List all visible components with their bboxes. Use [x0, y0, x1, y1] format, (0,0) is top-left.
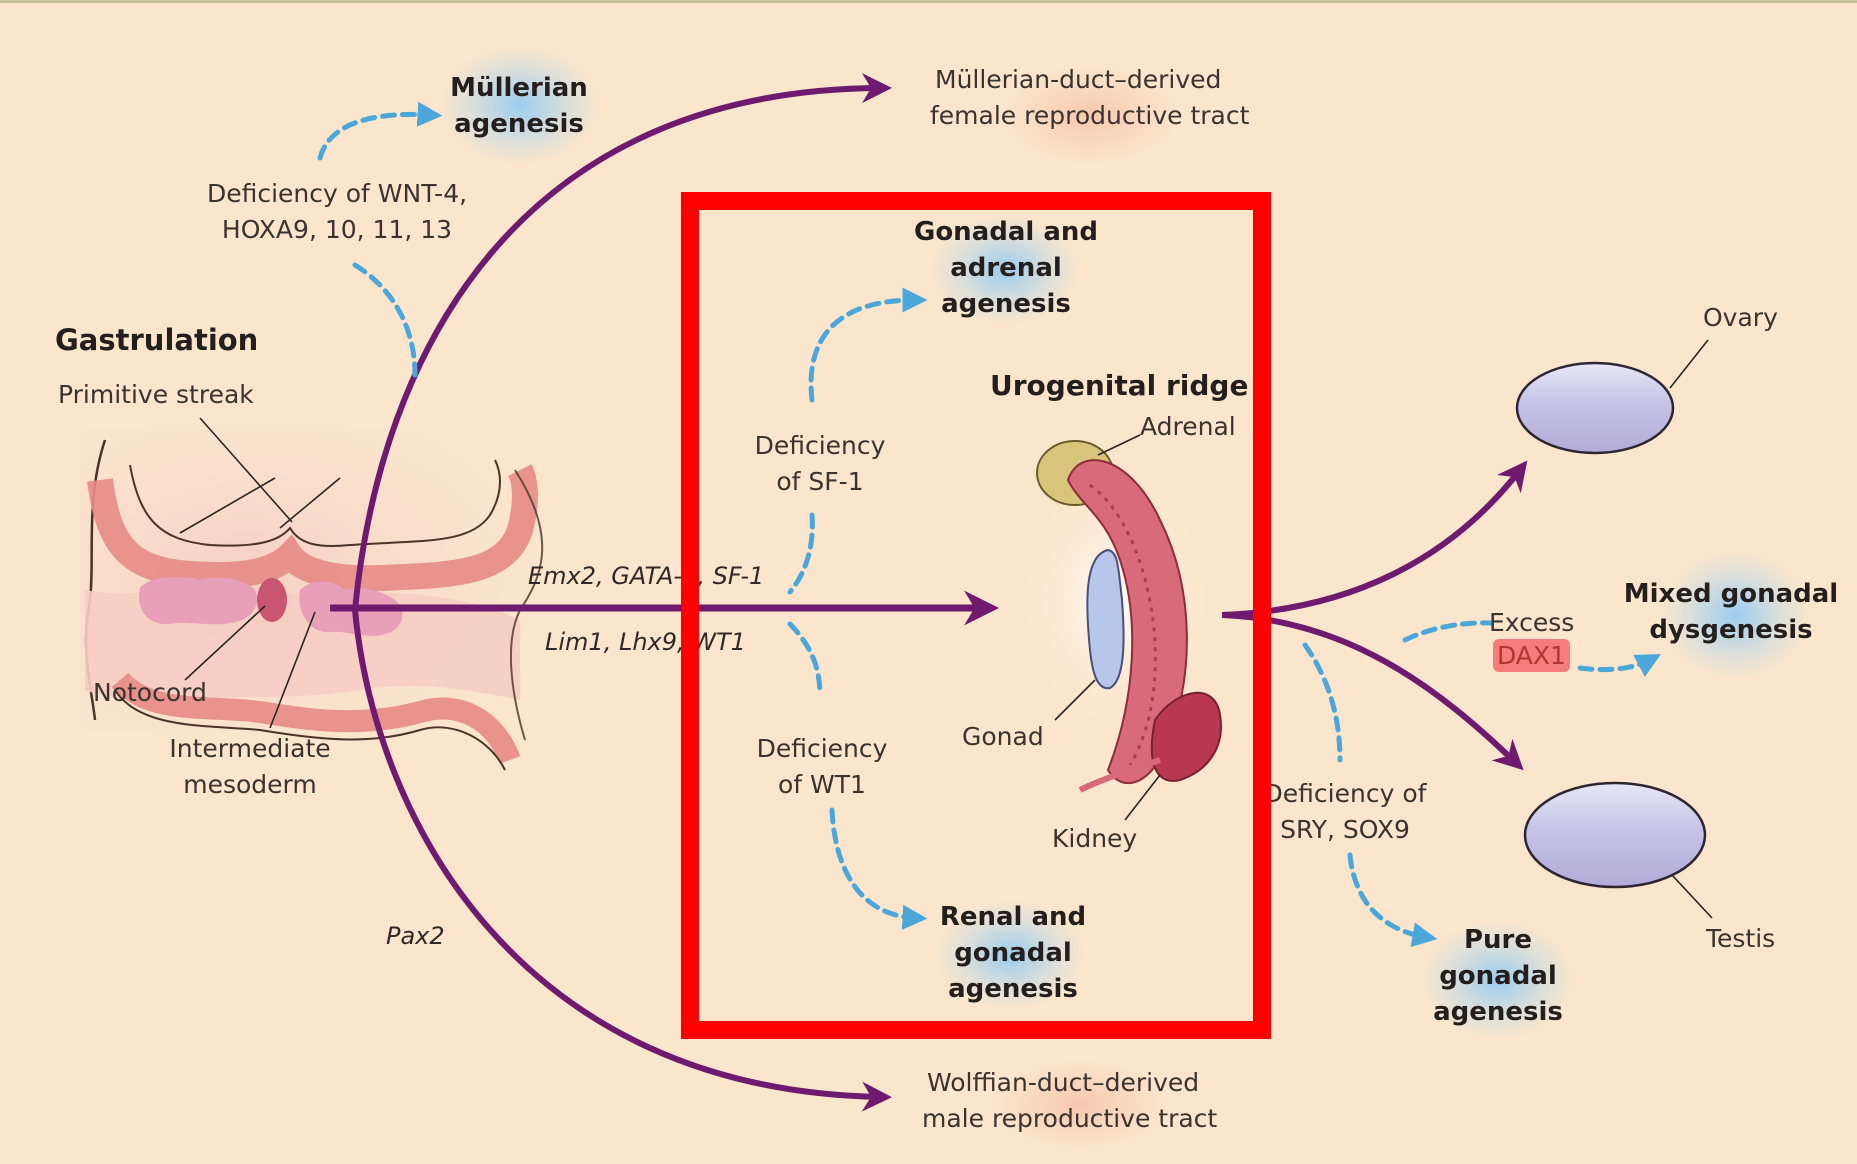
- renal-gonadal-glow: [935, 900, 1085, 1010]
- wnt4-deficiency-line-2: HOXA9, 10, 11, 13: [221, 215, 453, 244]
- pure-agenesis-line-2: gonadal: [1439, 961, 1557, 991]
- renal-gonadal-line-2: gonadal: [954, 938, 1072, 968]
- notocord-leader: [184, 605, 266, 681]
- primitive-streak-leader: [199, 417, 293, 523]
- dax1-highlight: DAX1: [1493, 639, 1570, 672]
- kidney-shape: [1150, 691, 1222, 782]
- kidney-leader: [1124, 774, 1161, 821]
- testis-shape: [1523, 781, 1707, 889]
- ovary-label: Ovary: [1703, 303, 1778, 332]
- testis-label: Testis: [1706, 924, 1776, 953]
- urogenital-ridge-title: Urogenital ridge: [990, 369, 1249, 402]
- male-tract-glow: [990, 1060, 1170, 1150]
- intermediate-mesoderm-line-2: mesoderm: [183, 770, 317, 799]
- renal-gonadal-line-3: agenesis: [948, 974, 1078, 1004]
- ovary-leader: [1669, 339, 1709, 389]
- male-tract-line-1: Wolffian-duct–derived: [927, 1068, 1200, 1097]
- male-tract-line-2: male reproductive tract: [922, 1104, 1218, 1133]
- upper-genes-label: Emx2, GATA-4, SF-1: [528, 562, 765, 590]
- gonadal-adrenal-line-1: Gonadal and: [913, 217, 1099, 247]
- testis-leader: [1671, 874, 1713, 919]
- intermediate-mesoderm-leader: [269, 611, 316, 729]
- ovary-shape: [1515, 361, 1675, 455]
- sf1-deficiency-stem: [787, 512, 815, 595]
- lower-genes-label: Lim1, Lhx9, WT1: [545, 628, 746, 656]
- pure-agenesis-line-1: Pure: [1463, 925, 1533, 955]
- mixed-dysgenesis-line-2: dysgenesis: [1649, 615, 1813, 645]
- pure-agenesis-glow: [1420, 920, 1575, 1040]
- sry-deficiency-stem: [1302, 642, 1343, 763]
- gastrulation-title: Gastrulation: [55, 323, 259, 357]
- gonad-leader: [1054, 679, 1096, 721]
- to-ovary-arrow: [1221, 460, 1528, 618]
- paraxial-mesoderm-left: [139, 576, 258, 625]
- ectoderm-band: [87, 464, 538, 592]
- mullerian-duct-arrow: [352, 73, 892, 611]
- mixed-dysgenesis-glow: [1660, 550, 1810, 680]
- gonadal-adrenal-line-2: adrenal: [950, 253, 1062, 283]
- sf1-deficiency-line-1: Deficiency: [754, 431, 886, 460]
- mixed-dysgenesis-line-1: Mixed gonadal: [1623, 579, 1839, 609]
- excess-label: Excess: [1489, 608, 1575, 637]
- gonadal-adrenal-glow: [930, 215, 1080, 325]
- mesonephros-shape: [1066, 459, 1188, 785]
- dax1-excess-arrow: [1577, 654, 1662, 677]
- gonad-shape: [1086, 548, 1125, 690]
- mullerian-agenesis-glow: [440, 45, 600, 165]
- mullerian-deficiency-arrow: [317, 101, 443, 161]
- mullerian-agenesis-label: Müllerian agenesis: [450, 70, 588, 142]
- mullerian-agenesis-line-1: Müllerian: [450, 73, 588, 103]
- pure-agenesis-line-3: agenesis: [1433, 997, 1563, 1027]
- wnt4-deficiency-label: Deficiency of WNT-4, HOXA9, 10, 11, 13: [207, 176, 467, 248]
- female-tract-glow: [1000, 65, 1180, 165]
- sry-deficiency-line-2: SRY, SOX9: [1280, 815, 1410, 844]
- kidney-label: Kidney: [1052, 824, 1138, 853]
- mullerian-agenesis-line-2: agenesis: [454, 109, 584, 139]
- gonad-label: Gonad: [962, 722, 1044, 751]
- mullerian-deficiency-stem: [352, 262, 418, 378]
- mixed-gonadal-dysgenesis-label: Mixed gonadal dysgenesis: [1624, 576, 1838, 648]
- sry-deficiency-arrow: [1347, 852, 1438, 948]
- intermediate-mesoderm-line-1: Intermediate: [169, 734, 331, 763]
- sf1-deficiency-line-2: of SF-1: [776, 467, 864, 496]
- sf1-deficiency-label: Deficiency of SF-1: [755, 428, 886, 500]
- intermediate-mesoderm-label: Intermediate mesoderm: [169, 731, 330, 803]
- endoderm-band: [111, 672, 521, 765]
- wolffian-duct-arrow: [352, 609, 892, 1112]
- sry-deficiency-line-1: Deficiency of: [1263, 779, 1427, 808]
- dax1-excess-stem: [1402, 620, 1493, 643]
- top-border: [0, 0, 1857, 3]
- sf1-deficiency-arrow: [808, 287, 928, 403]
- primitive-streak-label: Primitive streak: [58, 380, 254, 409]
- embryo-cross-section: [80, 417, 560, 771]
- renal-gonadal-line-1: Renal and: [939, 902, 1087, 932]
- male-tract-label: Wolffian-duct–derived male reproductive …: [922, 1065, 1217, 1137]
- female-tract-label: Müllerian-duct–derived female reproducti…: [930, 62, 1249, 134]
- gonadal-adrenal-agenesis-label: Gonadal and adrenal agenesis: [914, 214, 1098, 322]
- adrenal-leader: [1097, 434, 1141, 456]
- renal-gonadal-agenesis-label: Renal and gonadal agenesis: [940, 899, 1086, 1007]
- wnt4-deficiency-line-1: Deficiency of WNT-4,: [206, 179, 468, 208]
- wt1-deficiency-line-2: of WT1: [778, 770, 866, 799]
- female-tract-line-2: female reproductive tract: [930, 101, 1250, 130]
- wt1-deficiency-line-1: Deficiency: [756, 734, 888, 763]
- female-tract-line-1: Müllerian-duct–derived: [935, 65, 1222, 94]
- pure-gonadal-agenesis-label: Pure gonadal agenesis: [1433, 922, 1563, 1030]
- notocord-label: Notocord: [93, 678, 207, 707]
- wt1-deficiency-stem: [787, 621, 823, 698]
- urogenital-ridge-illustration: [1020, 434, 1222, 821]
- adrenal-label: Adrenal: [1140, 412, 1236, 441]
- highlight-box: [681, 192, 1271, 1039]
- sry-deficiency-label: Deficiency of SRY, SOX9: [1264, 776, 1427, 848]
- wt1-deficiency-arrow: [829, 807, 928, 930]
- pax2-label: Pax2: [386, 922, 445, 950]
- notocord-shape: [257, 578, 287, 622]
- gonadal-adrenal-line-3: agenesis: [941, 289, 1071, 319]
- wt1-deficiency-label: Deficiency of WT1: [757, 731, 888, 803]
